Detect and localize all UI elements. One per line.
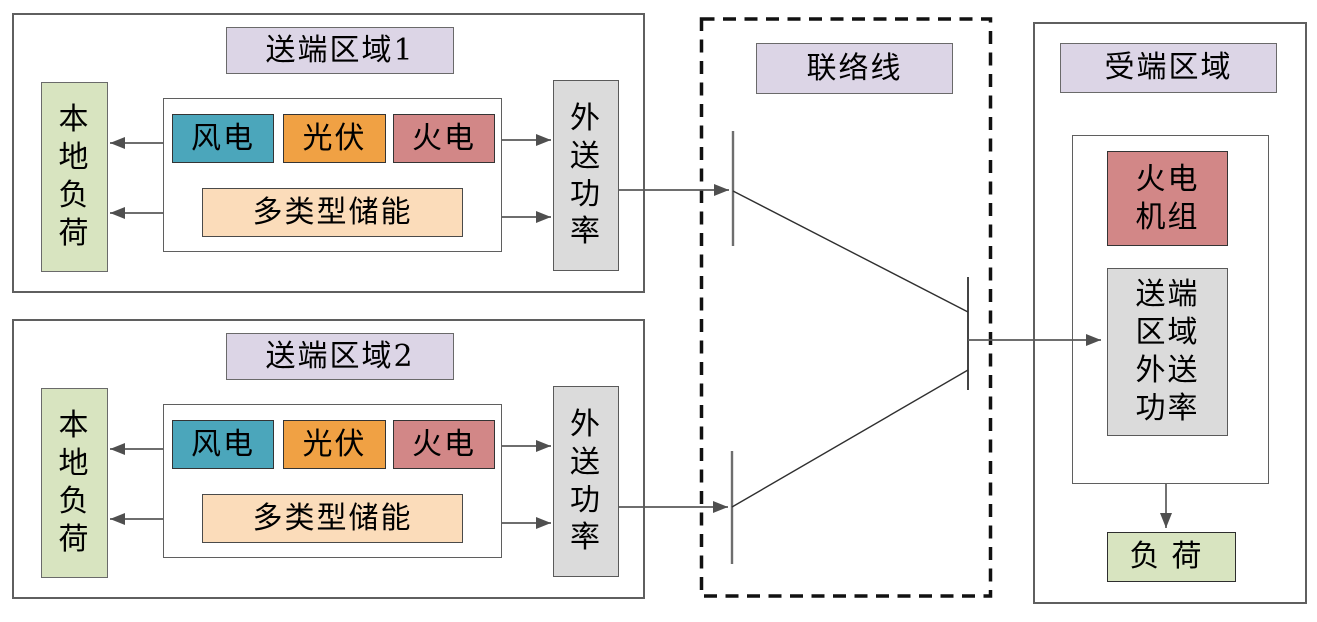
- sender2-thermal-power-box: 火电: [393, 420, 495, 469]
- sender2-export-power-box: 外 送 功 率: [553, 386, 619, 577]
- sender1-wind-power-box: 风电: [172, 114, 274, 163]
- sender2-wind-power-box: 风电: [172, 420, 274, 469]
- tie-line-region-border: [699, 17, 993, 598]
- sender1-title: 送端区域1: [226, 27, 454, 74]
- tie-line-title: 联络线: [756, 43, 953, 94]
- sender1-pv-power-box: 光伏: [283, 114, 386, 163]
- sender2-storage-box: 多类型储能: [202, 494, 463, 543]
- sender2-title: 送端区域2: [226, 333, 454, 380]
- sender1-export-power-box: 外 送 功 率: [553, 80, 619, 271]
- tie-diagonal-bottom: [731, 369, 969, 508]
- sender2-pv-power-box: 光伏: [283, 420, 386, 469]
- receiver-thermal-units-box: 火电 机组: [1107, 151, 1228, 246]
- receiver-import-power-box: 送端 区域 外送 功率: [1107, 268, 1228, 436]
- sender1-local-load-box: 本 地 负 荷: [41, 82, 108, 272]
- receiver-title: 受端区域: [1060, 43, 1277, 93]
- sender1-thermal-power-box: 火电: [393, 114, 495, 163]
- receiver-load-box: 负荷: [1107, 532, 1236, 582]
- tie-diagonal-top: [732, 190, 969, 313]
- sender2-local-load-box: 本 地 负 荷: [41, 388, 108, 578]
- sender1-storage-box: 多类型储能: [202, 188, 463, 237]
